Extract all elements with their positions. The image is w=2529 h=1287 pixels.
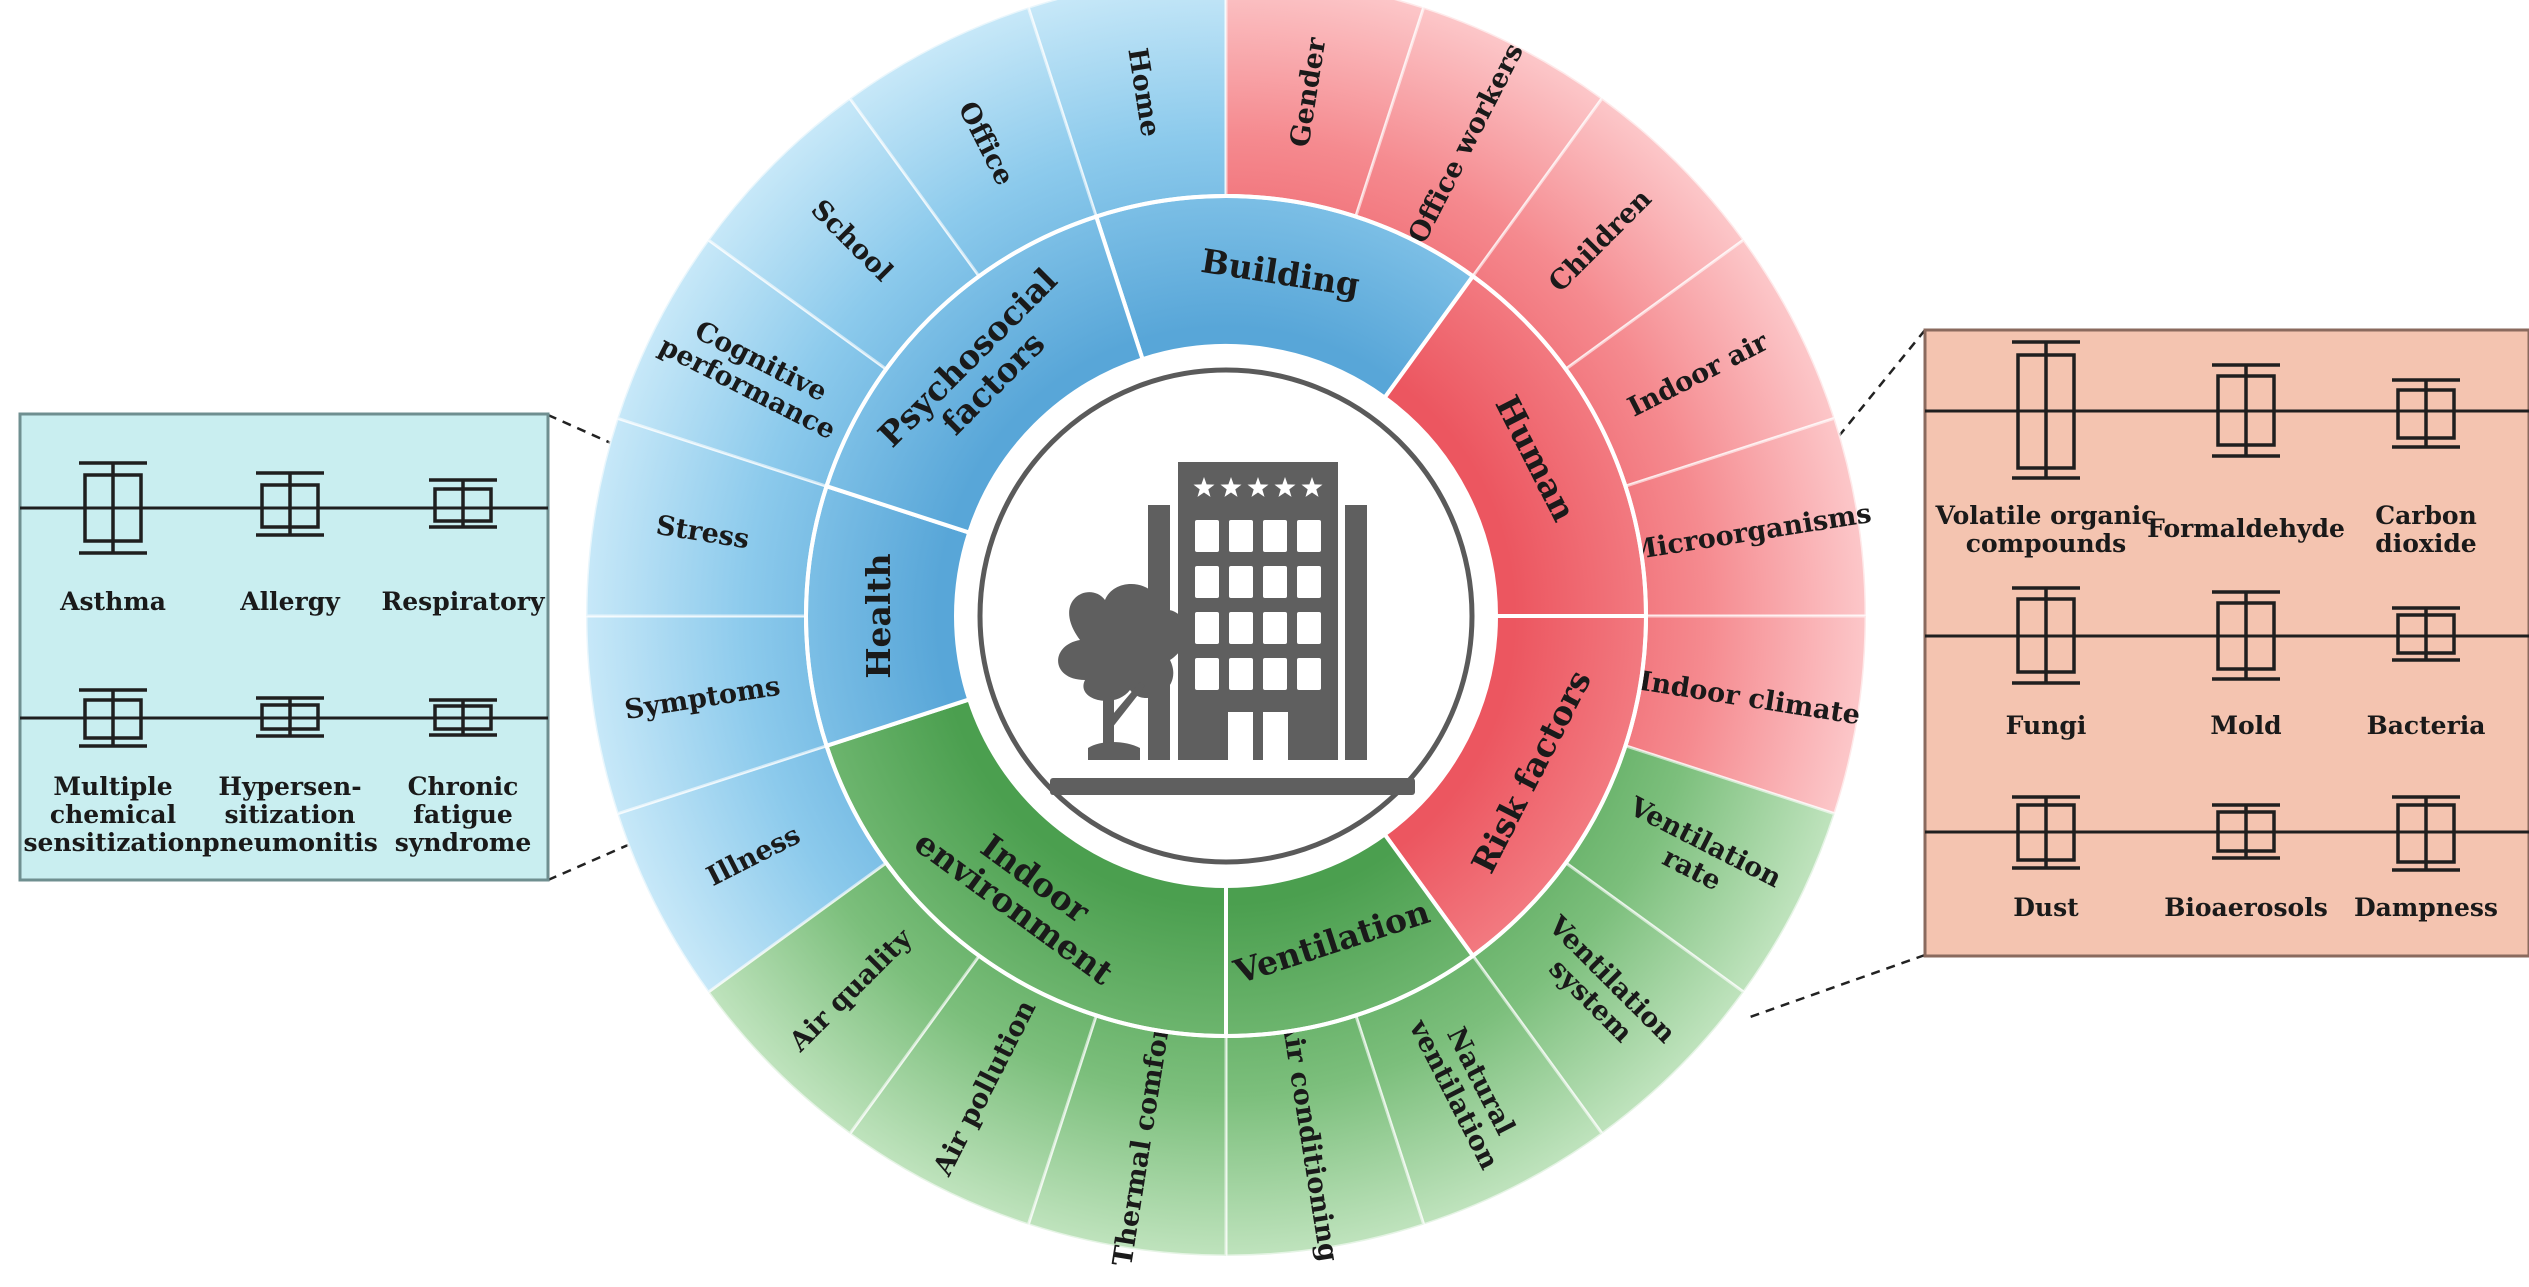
right-label-bacteria: Bacteria xyxy=(2367,711,2486,740)
box-glyph-chronic-fatigue-syndrome xyxy=(429,698,497,737)
outer-sector-air-pollution: Air pollution xyxy=(847,953,1099,1227)
left-label-asthma: Asthma xyxy=(59,587,166,616)
window xyxy=(1195,658,1219,690)
box-glyph-mold xyxy=(2212,590,2280,681)
sector-ventilation: Ventilation xyxy=(1224,831,1476,1039)
box-glyph-dampness xyxy=(2392,795,2460,872)
outer-sector-air-conditioning: Air conditioning xyxy=(1224,1013,1426,1264)
window xyxy=(1263,566,1287,598)
star-icon xyxy=(1193,477,1215,497)
right-label-fungi: Fungi xyxy=(2006,711,2087,740)
window xyxy=(1297,520,1321,552)
right-label-dampness: Dampness xyxy=(2354,893,2498,922)
window xyxy=(1297,658,1321,690)
right-label-mold: Mold xyxy=(2210,711,2281,740)
outer-sector-cognitive-performance: Cognitiveperformance xyxy=(615,237,889,489)
sector-health: Health xyxy=(804,483,972,749)
window xyxy=(1263,520,1287,552)
outer-sector-natural-ventilation: Naturalventilation xyxy=(1353,953,1605,1227)
building-with-tree-icon xyxy=(1050,462,1415,795)
window xyxy=(1195,520,1219,552)
connector-left-bottom xyxy=(547,843,629,882)
ring-separator-outer xyxy=(804,194,1648,1038)
right-label-dust: Dust xyxy=(2013,893,2079,922)
box-glyph-volatile-organic-compounds xyxy=(2012,340,2080,480)
window xyxy=(1195,612,1219,644)
box-glyph-bacteria xyxy=(2392,606,2460,662)
star-icon xyxy=(1220,477,1242,497)
window xyxy=(1297,566,1321,598)
outer-sector-gender: Gender xyxy=(1224,0,1426,219)
outer-sector-ventilation-system: Ventilationsystem xyxy=(1470,860,1746,1136)
outer-sector-air-quality: Air quality xyxy=(706,860,982,1136)
window xyxy=(1297,612,1321,644)
outer-sector-office: Office xyxy=(847,5,1099,279)
star-icon xyxy=(1247,477,1269,497)
star-icon xyxy=(1301,477,1323,497)
left-panel-box xyxy=(18,412,550,882)
window xyxy=(1263,658,1287,690)
center-ring xyxy=(977,367,1475,865)
connector-right-bottom xyxy=(1749,953,1926,1019)
box-glyph-fungi xyxy=(2012,586,2080,685)
window xyxy=(1229,612,1253,644)
hotel-building-icon xyxy=(1148,462,1367,760)
connector-right-top xyxy=(1829,329,1926,448)
window xyxy=(1263,612,1287,644)
star-icon xyxy=(1274,477,1296,497)
box-glyph-multiple-chemical-sensitization xyxy=(79,688,147,748)
box-glyph-formaldehyde xyxy=(2212,363,2280,458)
box-glyph-asthma xyxy=(79,461,147,555)
window xyxy=(1229,520,1253,552)
outer-sector-ventilation-rate: Ventilationrate xyxy=(1563,743,1837,995)
left-label-allergy: Allergy xyxy=(239,587,341,616)
box-glyph-bioaerosols xyxy=(2212,803,2280,860)
left-label-respiratory: Respiratory xyxy=(381,587,545,616)
box-glyph-hypersensitization-pneumonitis xyxy=(256,696,324,738)
window xyxy=(1229,566,1253,598)
sector-label: Health xyxy=(859,553,898,678)
outer-sector-illness: Illness xyxy=(615,743,889,995)
right-label-formaldehyde: Formaldehyde xyxy=(2147,514,2345,543)
box-glyph-dust xyxy=(2012,795,2080,870)
ground-line xyxy=(1050,778,1415,795)
window xyxy=(1229,658,1253,690)
box-glyph-allergy xyxy=(256,471,324,537)
window xyxy=(1195,566,1219,598)
box-glyph-carbon-dioxide xyxy=(2392,378,2460,449)
box-glyph-respiratory xyxy=(429,478,497,529)
right-label-bioaerosols: Bioaerosols xyxy=(2164,893,2328,922)
